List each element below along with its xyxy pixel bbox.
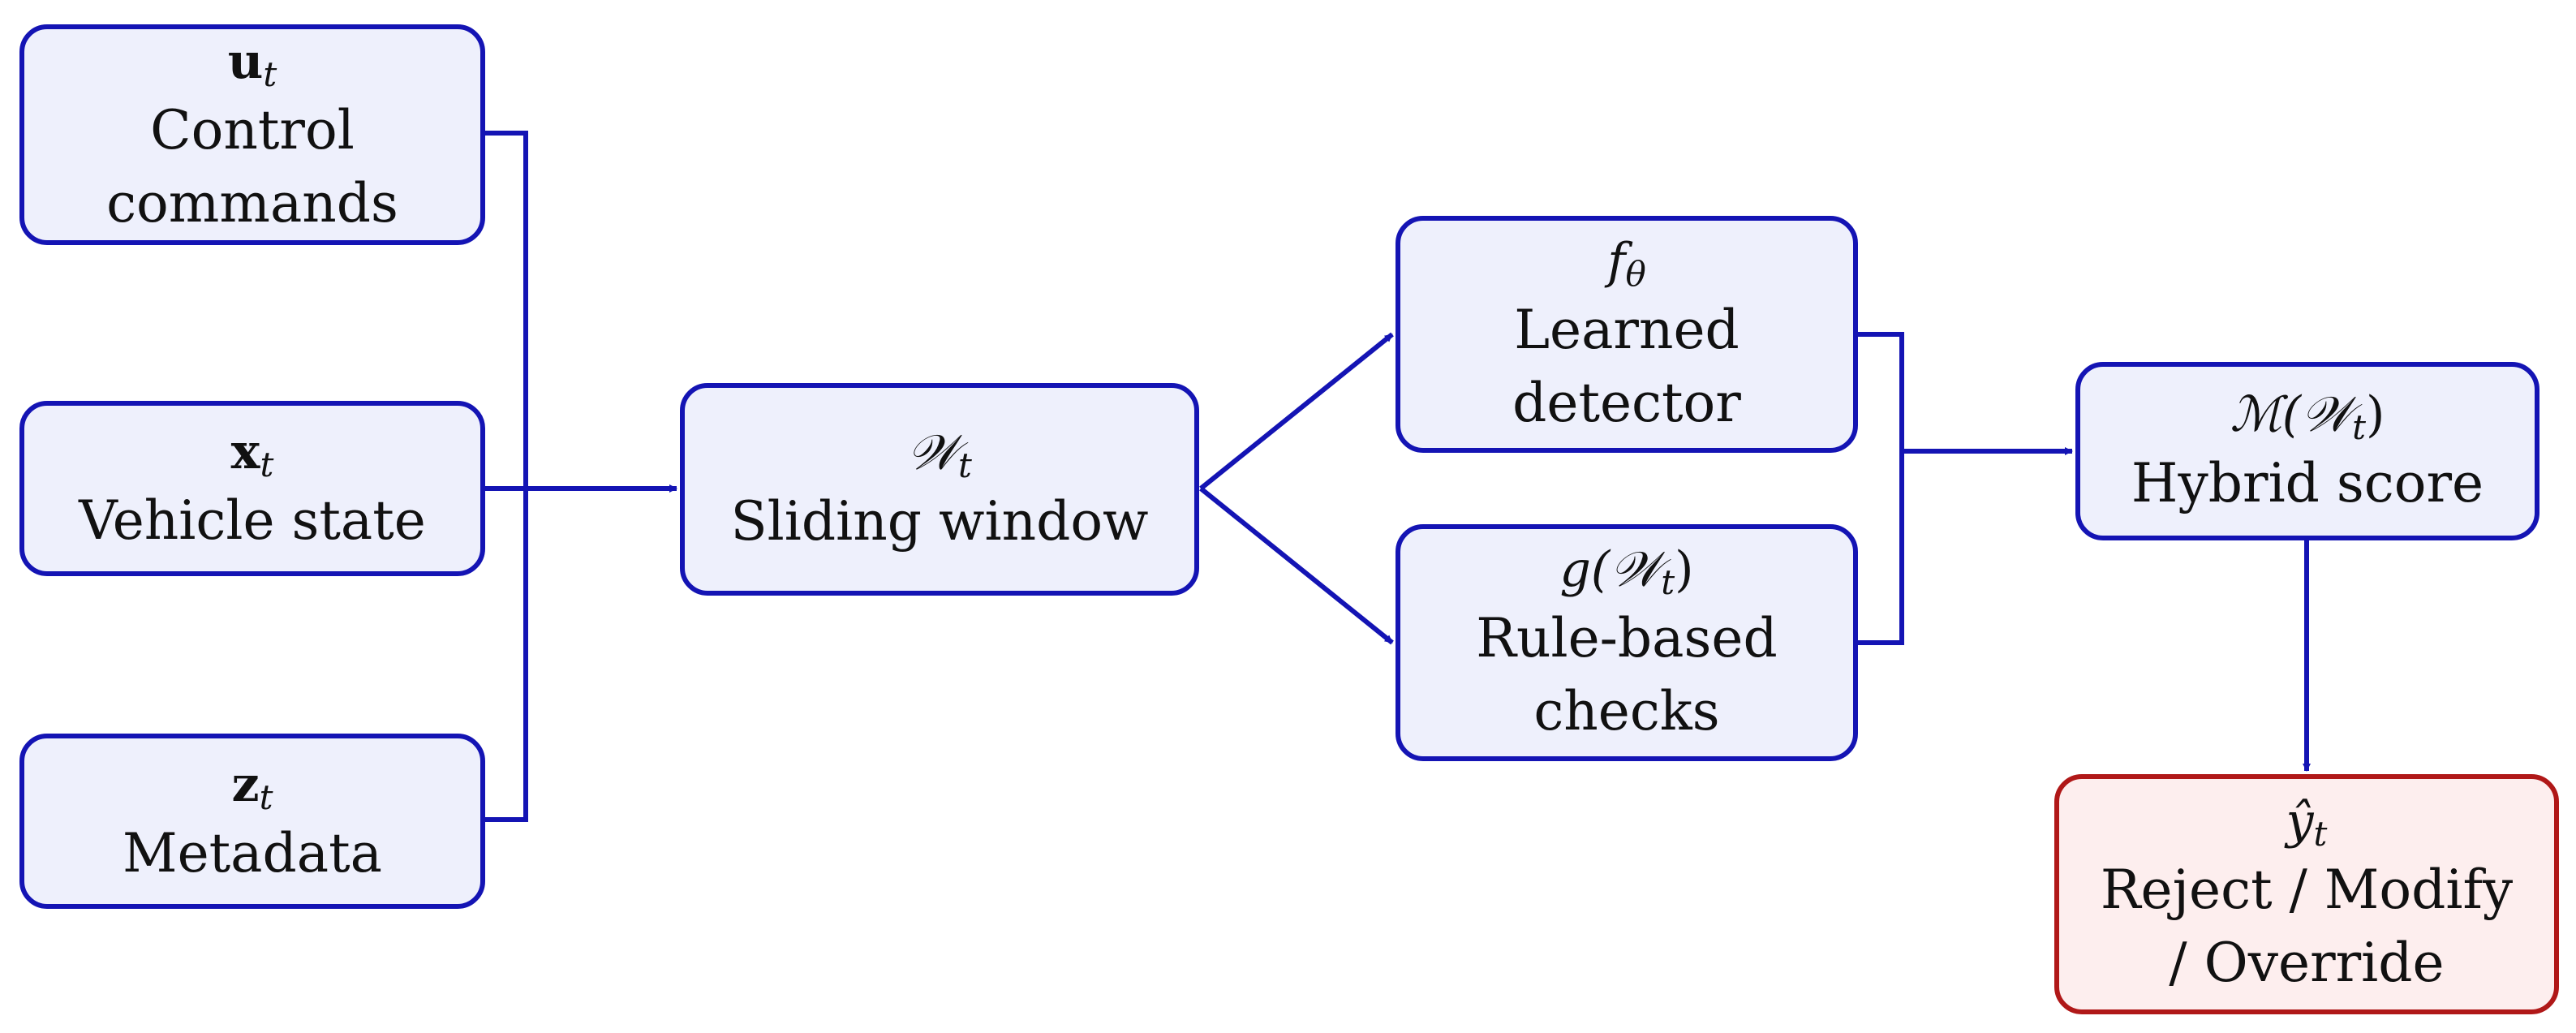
control-to-bus-line (485, 131, 528, 822)
window-to-learned-arrow (1199, 332, 1394, 491)
window-symbol: 𝒲t (907, 424, 972, 485)
sliding-window-node: 𝒲t Sliding window (680, 383, 1199, 596)
state-label: Vehicle state (79, 489, 426, 552)
learned-label: Learned detector (1512, 299, 1741, 434)
window-label: Sliding window (730, 490, 1149, 553)
control-symbol: ut (227, 33, 277, 94)
meta-symbol: zt (231, 756, 273, 817)
learned-to-merge-line (1858, 332, 1904, 645)
rule-based-checks-node: g(𝒲t) Rule-based checks (1396, 524, 1858, 761)
decision-label: Reject / Modify / Override (2100, 859, 2514, 994)
decision-output-node: ŷt Reject / Modify / Override (2054, 774, 2559, 1014)
meta-label: Metadata (123, 822, 382, 885)
state-symbol: xt (230, 424, 274, 484)
hybrid-label: Hybrid score (2131, 452, 2484, 514)
hybrid-symbol: ℳ(𝒲t) (2230, 386, 2385, 447)
learned-detector-node: fθ Learned detector (1396, 216, 1858, 453)
metadata-node: zt Metadata (19, 734, 485, 909)
rules-symbol: g(𝒲t) (1559, 541, 1694, 602)
rules-label: Rule-based checks (1476, 607, 1778, 742)
decision-symbol: ŷt (2286, 793, 2328, 854)
control-label: Control commands (106, 99, 398, 235)
control-commands-node: ut Control commands (19, 24, 485, 245)
window-to-rules-arrow (1199, 486, 1394, 645)
vehicle-state-node: xt Vehicle state (19, 401, 485, 576)
learned-symbol: fθ (1607, 233, 1646, 294)
hybrid-score-node: ℳ(𝒲t) Hybrid score (2075, 362, 2539, 540)
